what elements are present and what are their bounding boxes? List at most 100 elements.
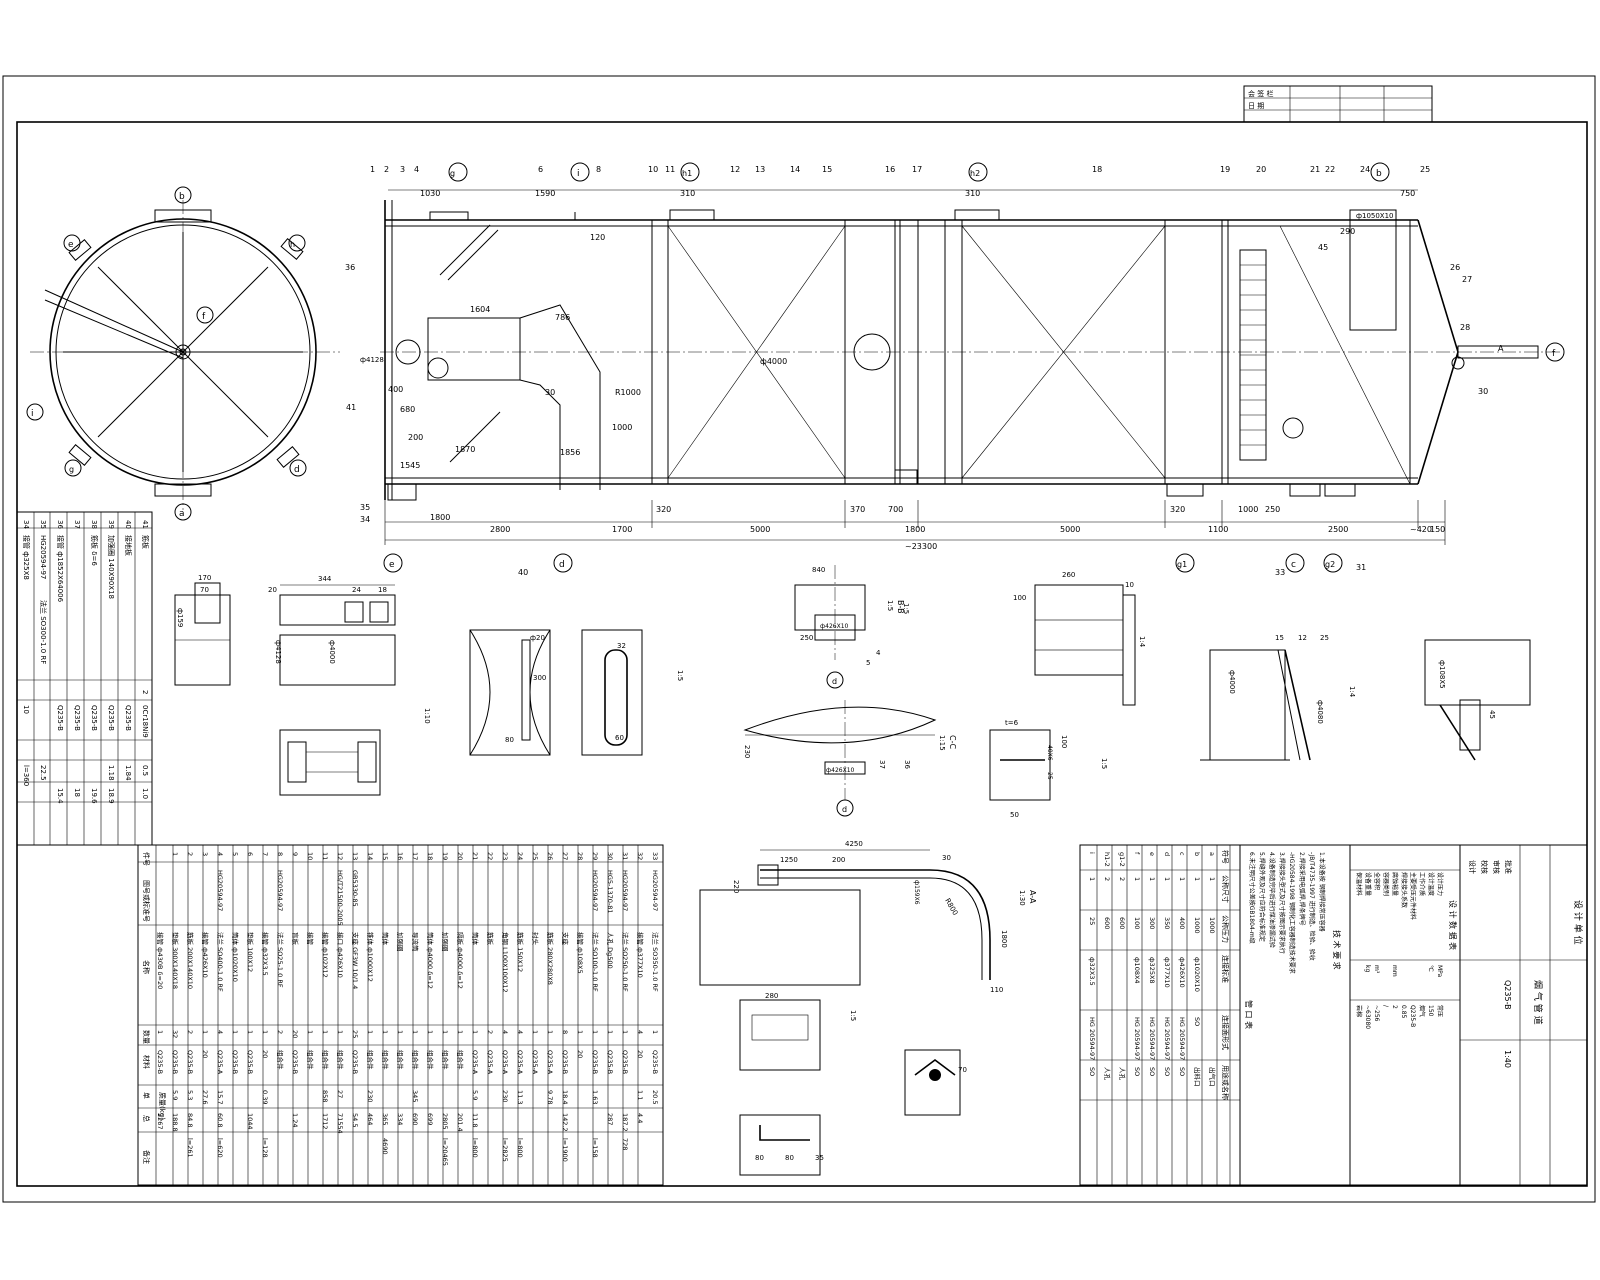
nozzle-cell: 人孔 <box>1118 1067 1126 1081</box>
bom-cell: 24 <box>516 852 524 860</box>
nozzle-cell: SO <box>1088 1067 1096 1076</box>
left-table-cell: 1.18 <box>107 765 115 781</box>
bom-cell: 4 <box>216 852 224 856</box>
detail-dim: 80 <box>505 736 514 744</box>
nozzle-cell: SO <box>1163 1067 1171 1076</box>
bom-cell: 27 <box>561 852 569 860</box>
bottom-dim: 370 <box>850 505 865 514</box>
nozzle-table-header: 连接标准 <box>1221 955 1230 983</box>
nozzle-cell: b <box>1193 852 1201 856</box>
detail-1: 170 70 ф159 <box>174 574 231 686</box>
design-cell: Q235-B <box>1409 1005 1416 1027</box>
nozzle-cell: ф377X10 <box>1163 957 1171 988</box>
nozzle-cell: 600 <box>1103 917 1111 929</box>
detail-dim: ф4128 <box>274 640 282 664</box>
bottom-dim: 700 <box>888 505 903 514</box>
revision-row-label: 会 签 栏 <box>1248 89 1273 98</box>
left-table-cell: l=360 <box>22 765 30 786</box>
nozzle-cell: c <box>1178 852 1186 856</box>
nozzle-tag-e: e <box>68 240 74 250</box>
bom-cell: 2 <box>276 1030 284 1034</box>
bom-cell: l=1900 <box>561 1138 569 1162</box>
left-table-cell: 40 <box>124 520 132 529</box>
left-table-cell: 2 <box>141 690 149 694</box>
bom-cell: 1 <box>531 1030 539 1034</box>
scale-mark: 1:10 <box>423 708 431 724</box>
bom-cell: 4 <box>501 1030 509 1034</box>
section-marker: A <box>1498 344 1504 353</box>
bom-cell: l=800 <box>471 1138 479 1158</box>
tech-notes: 技 术 要 求 1.本设备按 钢制焊接常压容器 -JB/T4735-1997 进… <box>1239 844 1351 1186</box>
bom-cell: 筋板 280X280X8 <box>546 932 555 985</box>
part-number: 19 <box>1220 165 1230 174</box>
bom-cell: 1 <box>606 1030 614 1034</box>
scale-mark: 1:5 <box>676 670 684 681</box>
bom-cell: 71554 <box>336 1113 344 1134</box>
left-table-cell: 15.4 <box>56 788 64 804</box>
bom-cell: 22 <box>486 852 494 860</box>
left-table-cell: 10 <box>22 705 30 714</box>
bom-cell: 1 <box>336 1030 344 1034</box>
detail-dim: 30 <box>942 854 951 862</box>
bom-cell: 组合件 <box>336 1050 345 1070</box>
detail-dim: 36 <box>903 760 911 769</box>
bom-cell: 支座 <box>561 932 570 946</box>
bom-cell: 4.4 <box>636 1113 644 1123</box>
bottom-dim: 150 <box>1430 525 1445 534</box>
bom-cell: 5.9 <box>471 1090 479 1100</box>
tech-notes-title: 技 术 要 求 <box>1332 930 1342 970</box>
bom-cell: 隔板 ф4000 δ=12 <box>456 932 465 989</box>
inner-frame <box>16 121 1588 1187</box>
bom-cell: l=800 <box>516 1138 524 1158</box>
bom-cell: Q235-B <box>591 1050 599 1074</box>
nozzle-tag-b-top: b <box>1376 169 1382 179</box>
baffle-stack <box>1239 249 1267 461</box>
bom-cell: 33 <box>651 852 659 860</box>
bom-cell: HG/T21500-2005 <box>336 870 344 926</box>
bom-cell: l=620 <box>216 1138 224 1158</box>
bottom-dim: 320 <box>656 505 671 514</box>
detail-8: t=6 100 40X6 25 50 <box>989 719 1068 819</box>
bottom-dim: 2800 <box>490 525 510 534</box>
bom-cell: 27.6 <box>201 1090 209 1104</box>
bom-cell: HG20594-97 <box>216 870 224 911</box>
left-table-cell: 39 <box>107 520 115 529</box>
nozzle-cell: a <box>1208 852 1216 856</box>
outer-frame <box>2 75 1596 1203</box>
bom-cell: 1 <box>471 1030 479 1034</box>
nozzle-cell: 400 <box>1178 917 1186 929</box>
part-number: 25 <box>1420 165 1430 174</box>
bom-cell: 16 <box>396 852 404 860</box>
bom-cell: 2 <box>186 1030 194 1034</box>
bom-cell: Q235-B <box>291 1050 299 1074</box>
left-table-cell: 0.5 <box>141 765 149 776</box>
detail-dim: 840 <box>812 566 825 574</box>
bom-cell: 筋板 150X12 <box>516 932 525 972</box>
part-number: 33 <box>1275 568 1285 577</box>
bom-cell: Q235-A <box>531 1050 539 1075</box>
part-number: 34 <box>360 515 370 524</box>
nozzle-tag-i-top: i <box>577 169 580 179</box>
nozzle-tag-i: i <box>31 409 34 419</box>
nozzle-tag-h1: h1 <box>682 169 692 178</box>
bom-header: 质量(kg) <box>158 1092 167 1120</box>
left-table-cell: 36 <box>56 520 64 529</box>
detail-dim: 25 <box>1320 634 1329 642</box>
part-number: 2 <box>384 165 389 174</box>
bom-cell: l=128 <box>261 1138 269 1158</box>
bom-cell: 1 <box>171 852 179 856</box>
bom-cell: 1 <box>651 1030 659 1034</box>
nozzle-cell: 出料口 <box>1193 1067 1202 1087</box>
detail-dim: 80 <box>785 1154 794 1162</box>
left-table-cell: 法兰 SO300-1.0 RF <box>39 600 48 664</box>
detail-dim: 25 <box>1046 772 1053 780</box>
nozzle-cell: 1 <box>1178 877 1186 881</box>
tech-note-line: 6.未注明尺寸公差按GB1804-m级 <box>1248 852 1256 944</box>
left-table-cell: 筋板 δ=6 <box>90 535 99 566</box>
top-dim: 310 <box>680 189 695 198</box>
design-cell: / <box>1382 1005 1389 1008</box>
bom-cell: 组合件 <box>411 1050 420 1070</box>
design-cell: 保温材料 <box>1355 872 1363 896</box>
bom-cell: Q235-A <box>486 1050 494 1075</box>
detail-title: B-B <box>896 600 905 614</box>
